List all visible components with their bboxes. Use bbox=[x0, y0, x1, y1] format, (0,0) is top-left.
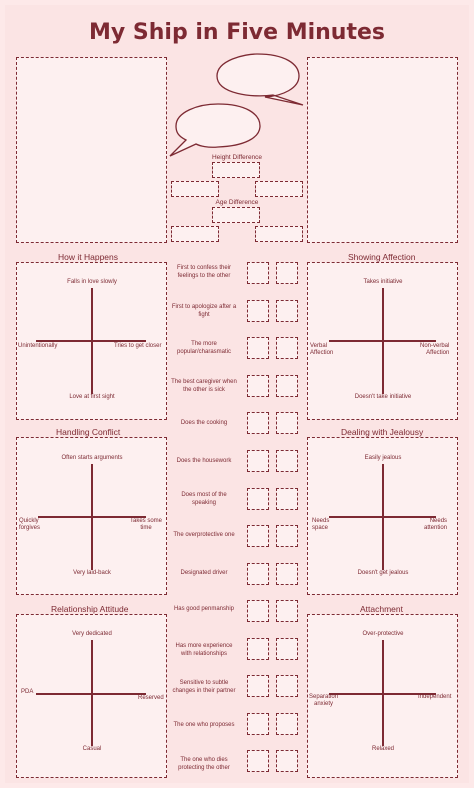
answer-box-right[interactable] bbox=[276, 675, 298, 697]
question-label: Does most of the speaking bbox=[181, 492, 227, 506]
answer-box-right[interactable] bbox=[276, 337, 298, 359]
height-left-field[interactable] bbox=[171, 181, 219, 197]
height-difference-label: Height Difference bbox=[211, 154, 263, 161]
axis-bottom-label: Casual bbox=[82, 746, 102, 752]
axis-left-label: Needs space bbox=[312, 518, 330, 532]
answer-box-left[interactable] bbox=[247, 450, 269, 472]
question-label: The one who dies protecting the other bbox=[178, 757, 230, 771]
question-label: Does the cooking bbox=[180, 420, 228, 426]
axis-horizontal bbox=[329, 516, 436, 518]
age-right-field[interactable] bbox=[255, 226, 303, 242]
answer-box-right[interactable] bbox=[276, 713, 298, 735]
answer-box-left[interactable] bbox=[247, 375, 269, 397]
age-left-field[interactable] bbox=[171, 226, 219, 242]
answer-box-left[interactable] bbox=[247, 412, 269, 434]
answer-box-left[interactable] bbox=[247, 300, 269, 322]
answer-box-right[interactable] bbox=[276, 488, 298, 510]
speech-bubble-left[interactable] bbox=[168, 102, 268, 158]
answer-box-right[interactable] bbox=[276, 563, 298, 585]
question-label: The best caregiver when the other is sic… bbox=[171, 379, 237, 393]
question-label: Has good penmanship bbox=[173, 606, 235, 612]
question-label: Designated driver bbox=[180, 570, 228, 576]
axis-right-label: Independent bbox=[418, 694, 452, 700]
answer-box-left[interactable] bbox=[247, 638, 269, 660]
axis-right-label: Needs attention bbox=[424, 518, 448, 532]
height-difference-field[interactable] bbox=[212, 162, 260, 178]
answer-box-right[interactable] bbox=[276, 600, 298, 622]
axis-bottom-label: Doesn't take initiative bbox=[354, 394, 412, 400]
question-label: First to confess their feelings to the o… bbox=[176, 265, 232, 279]
axis-left-label: Verbal Affection bbox=[310, 343, 334, 357]
axis-top-label: Easily jealous bbox=[364, 455, 402, 461]
axis-horizontal bbox=[36, 340, 146, 342]
question-label: Does the housework bbox=[176, 458, 232, 464]
answer-box-right[interactable] bbox=[276, 262, 298, 284]
axis-right-label: Takes some time bbox=[130, 518, 163, 532]
panel-title-affection: Showing Affection bbox=[345, 252, 419, 262]
height-right-field[interactable] bbox=[255, 181, 303, 197]
answer-box-left[interactable] bbox=[247, 488, 269, 510]
panel-title-how: How it Happens bbox=[55, 252, 122, 262]
question-label: Has more experience with relationships bbox=[175, 643, 233, 657]
question-label: The more popular/charasmatic bbox=[176, 341, 232, 355]
axis-right-label: Reserved bbox=[138, 695, 164, 701]
axis-top-label: Takes initiative bbox=[363, 279, 403, 285]
axis-top-label: Often starts arguments bbox=[61, 455, 123, 461]
panel-title-conflict: Handling Conflict bbox=[53, 427, 124, 437]
axis-bottom-label: Relaxed bbox=[371, 746, 394, 752]
age-difference-label: Age Difference bbox=[215, 199, 259, 206]
answer-box-left[interactable] bbox=[247, 600, 269, 622]
answer-box-left[interactable] bbox=[247, 675, 269, 697]
axis-top-label: Falls in love slowly bbox=[67, 279, 117, 285]
axis-top-label: Very dedicated bbox=[72, 631, 112, 637]
question-label: The overprotective one bbox=[173, 532, 235, 538]
answer-box-right[interactable] bbox=[276, 750, 298, 772]
answer-box-left[interactable] bbox=[247, 525, 269, 547]
axis-bottom-label: Very laid-back bbox=[73, 570, 111, 576]
axis-bottom-label: Doesn't get jealous bbox=[357, 570, 409, 576]
axis-right-label: Tries to get closer bbox=[114, 343, 162, 349]
page-title: My Ship in Five Minutes bbox=[89, 20, 385, 45]
axis-left-label: Quickly forgives bbox=[19, 518, 41, 532]
character-right-box[interactable] bbox=[307, 57, 458, 243]
axis-bottom-label: Love at first sight bbox=[69, 394, 115, 400]
panel-title-jealousy: Dealing with Jealousy bbox=[338, 427, 427, 437]
answer-box-right[interactable] bbox=[276, 300, 298, 322]
answer-box-left[interactable] bbox=[247, 750, 269, 772]
panel-title-attitude: Relationship Attitude bbox=[48, 604, 132, 614]
axis-right-label: Non-verbal Affection bbox=[420, 343, 450, 357]
answer-box-right[interactable] bbox=[276, 450, 298, 472]
answer-box-right[interactable] bbox=[276, 412, 298, 434]
question-label: First to apologize after a fight bbox=[171, 304, 237, 318]
axis-horizontal bbox=[36, 693, 146, 695]
answer-box-right[interactable] bbox=[276, 375, 298, 397]
panel-title-attachment: Attachment bbox=[357, 604, 406, 614]
answer-box-left[interactable] bbox=[247, 713, 269, 735]
axis-horizontal bbox=[329, 693, 436, 695]
axis-horizontal bbox=[329, 340, 436, 342]
question-label: Sensitive to subtle changes in their par… bbox=[172, 680, 236, 694]
answer-box-left[interactable] bbox=[247, 563, 269, 585]
character-left-box[interactable] bbox=[16, 57, 167, 243]
answer-box-left[interactable] bbox=[247, 337, 269, 359]
age-difference-field[interactable] bbox=[212, 207, 260, 223]
answer-box-right[interactable] bbox=[276, 638, 298, 660]
axis-left-label: Unintentionally bbox=[18, 343, 58, 349]
question-label: The one who proposes bbox=[173, 722, 235, 728]
answer-box-left[interactable] bbox=[247, 262, 269, 284]
speech-bubble-right[interactable] bbox=[205, 52, 305, 108]
answer-box-right[interactable] bbox=[276, 525, 298, 547]
axis-left-label: PDA bbox=[21, 689, 34, 695]
axis-left-label: Separation anxiety bbox=[309, 694, 339, 708]
axis-horizontal bbox=[38, 516, 146, 518]
axis-top-label: Over-protective bbox=[362, 631, 404, 637]
